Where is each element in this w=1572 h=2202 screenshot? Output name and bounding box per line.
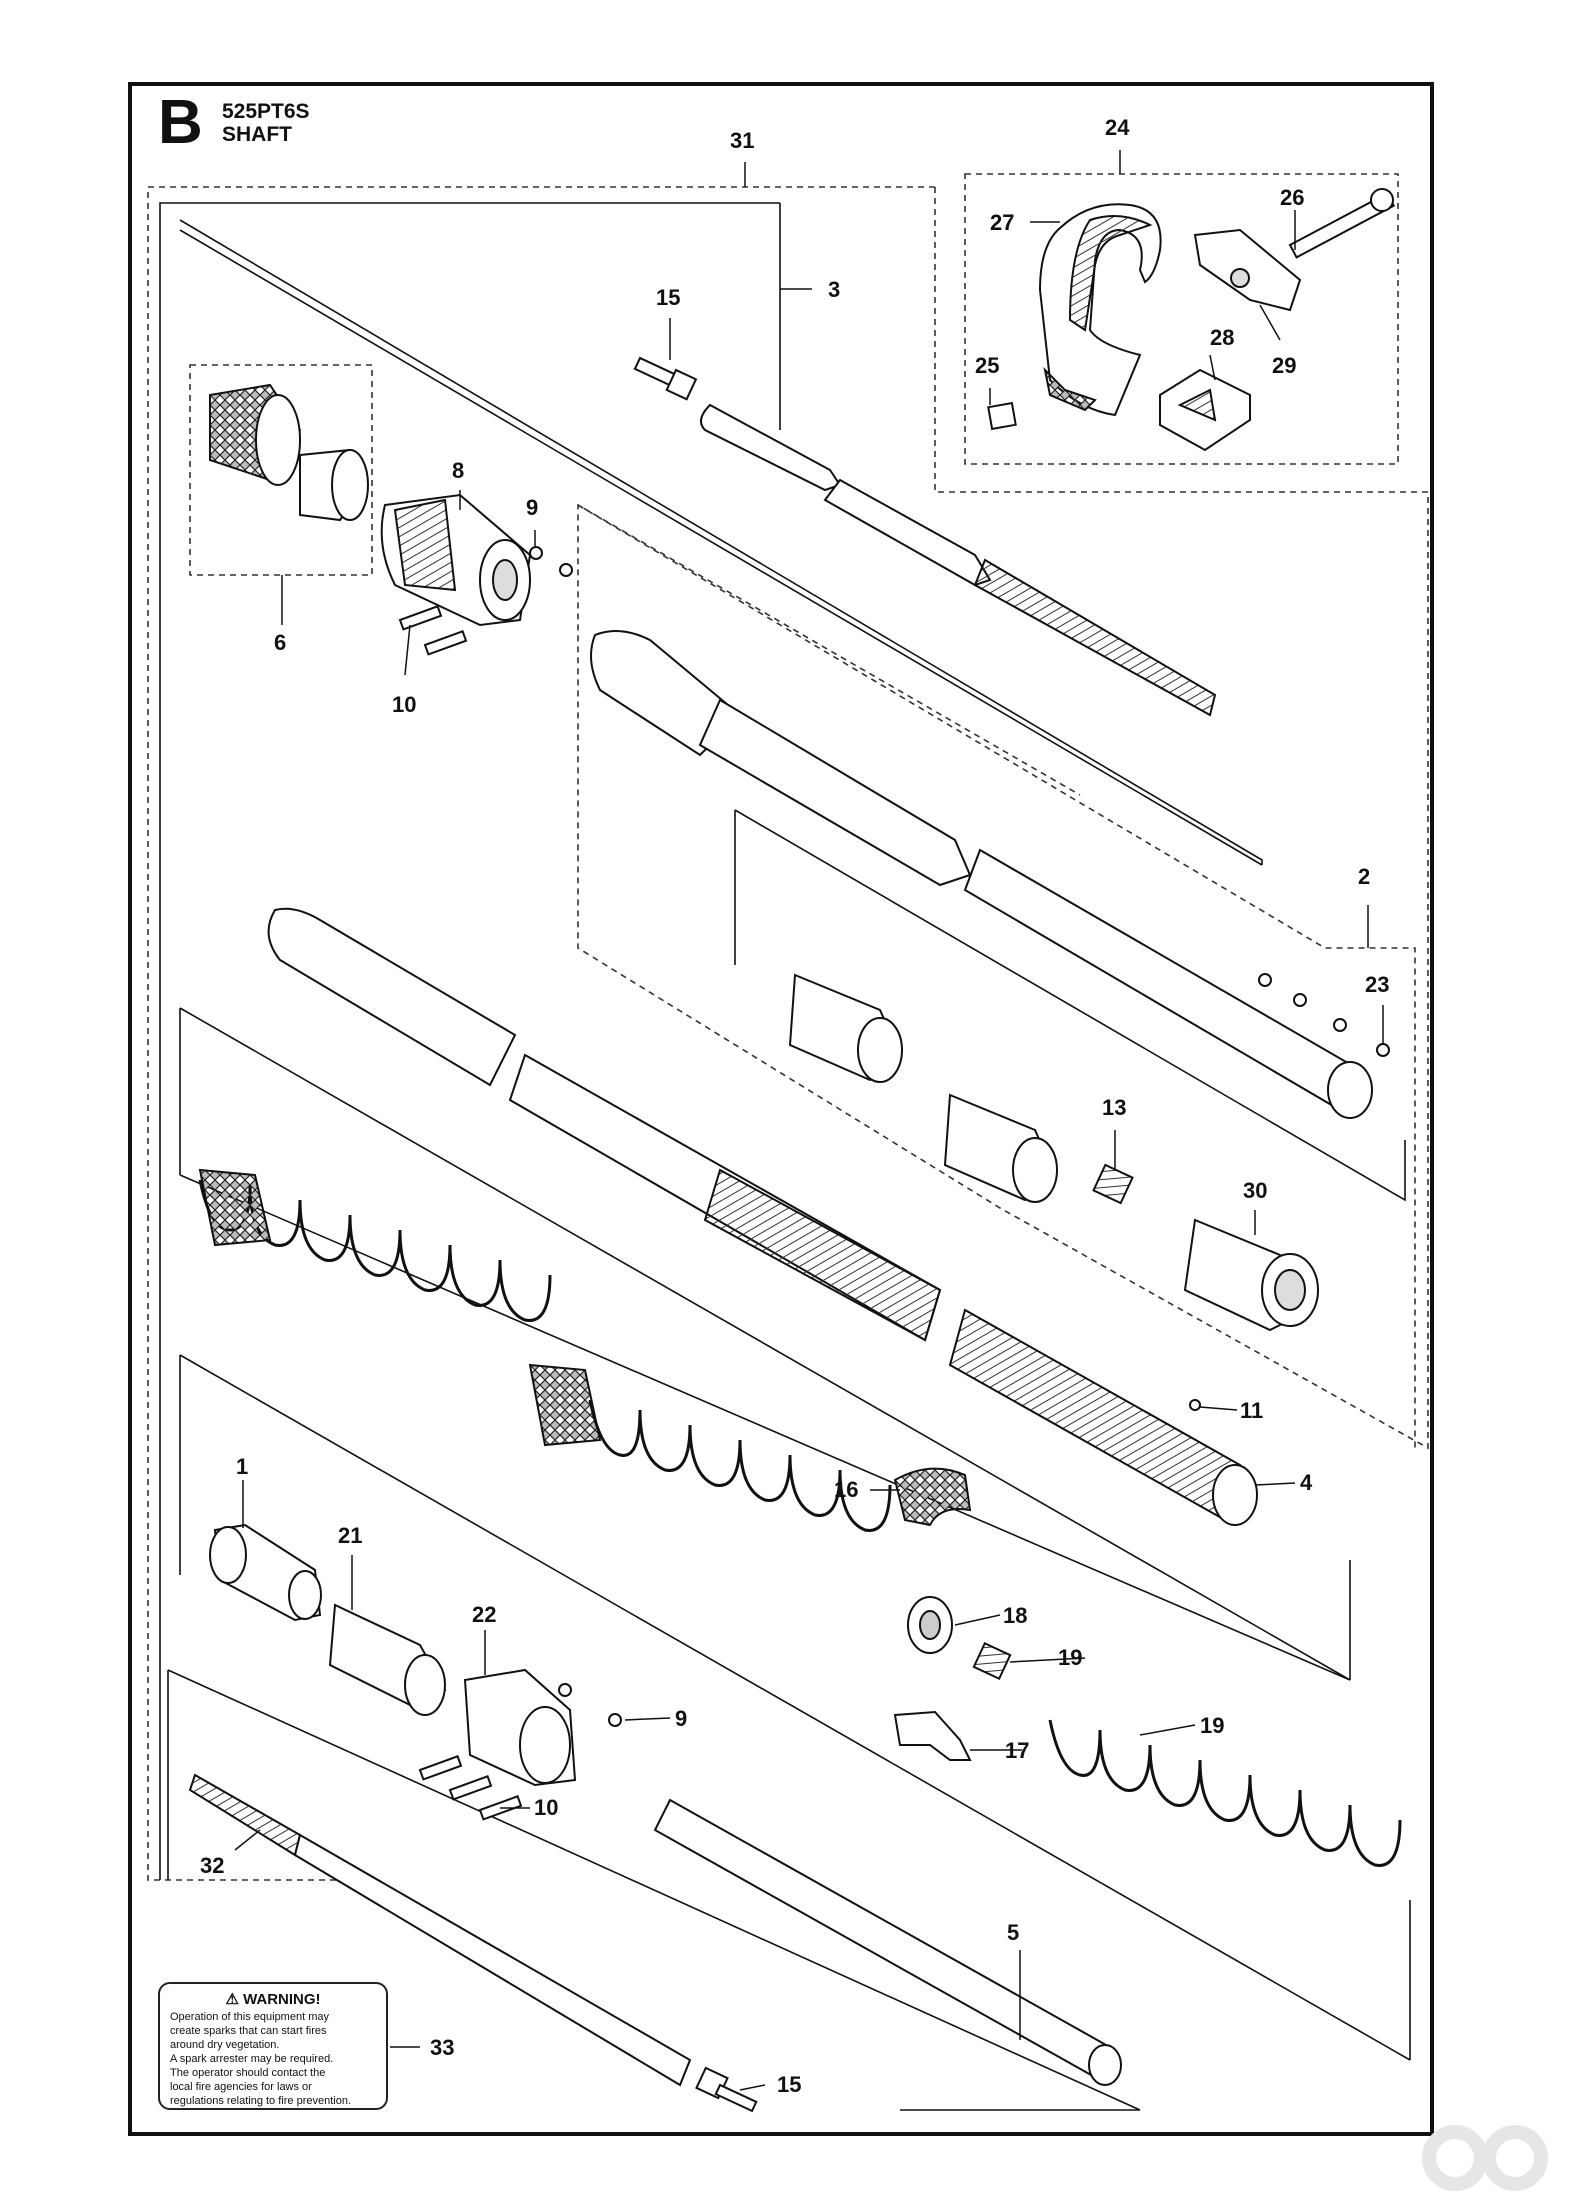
callout-32: 32 [200,1853,224,1878]
callout-19-b: 19 [1200,1713,1224,1738]
spring-bottom [1048,1719,1402,1867]
warning-line: The operator should contact the [170,2067,326,2079]
callout-15-top: 15 [656,285,680,310]
bolt-part-26 [1288,188,1396,259]
callout-29: 29 [1272,353,1296,378]
warning-title-text: WARNING! [243,1991,321,2008]
callout-27: 27 [990,210,1014,235]
callout-4: 4 [1300,1470,1313,1495]
callout-18: 18 [1003,1603,1027,1628]
callout-17: 17 [1005,1738,1029,1763]
warning-line: Operation of this equipment may [170,2011,329,2023]
diagram-frame [128,82,1434,2136]
group-lines [159,202,1411,2111]
spring-middle [588,1399,892,1532]
clamp-half-part-17 [893,1710,972,1761]
tube-part-5 [653,1798,1122,2086]
callout-28: 28 [1210,325,1234,350]
leader-lines [234,150,1384,2091]
lock-block-part-28 [1159,368,1251,452]
callout-8: 8 [452,458,464,483]
callout-9-top: 9 [526,495,538,520]
warning-title: ⚠ WARNING! [170,1990,376,2008]
tube-part-3 [700,403,1217,717]
bushing-part-13 [1092,1163,1134,1205]
callout-31: 31 [730,128,754,153]
knob-part-6 [209,383,369,522]
outer-tube-part-4 [267,907,1258,1526]
drive-shaft-part-32 [188,1773,692,2087]
tube-part-2 [590,630,1373,1119]
callout-9-bottom: 9 [675,1706,687,1731]
callout-11: 11 [1240,1398,1263,1423]
model-subtitle: SHAFT [222,123,292,147]
callout-10-top: 10 [392,692,416,717]
watermark-logo-icon [1422,2125,1548,2191]
assembly-31-outline [147,186,1429,1881]
assembly-2-outline [577,504,1416,1448]
callout-22: 22 [472,1602,496,1627]
warning-line: local fire agencies for laws or [170,2081,312,2093]
warning-label-part-33: ⚠ WARNING! Operation of this equipment m… [158,1982,388,2110]
callout-5: 5 [1007,1920,1019,1945]
model-number: 525PT6S [222,100,310,123]
callout-labels: 31 24 27 26 3 15 25 28 29 8 9 6 10 2 23 … [200,115,1389,2097]
assembly-6-outline [189,364,373,576]
coupling-part-1 [209,1523,322,1622]
warning-line: around dry vegetation. [170,2039,280,2051]
callout-33: 33 [430,2035,454,2060]
clamp-half-part-16 [893,1467,972,1527]
callout-30: 30 [1243,1178,1267,1203]
clamp-part-29 [1193,228,1302,312]
callout-25: 25 [975,353,999,378]
knurled-ring-middle [528,1363,602,1447]
warning-line: regulations relating to fire prevention. [170,2095,351,2107]
bearing-part-18 [907,1596,953,1654]
callout-26: 26 [1280,185,1304,210]
nut-part-25 [987,401,1017,431]
warning-line: create sparks that can start fires [170,2025,327,2037]
handle-bracket-part-27 [1038,203,1162,417]
model-title: 525PT6S SHAFT [222,100,310,146]
callout-10-bottom: 10 [534,1795,558,1820]
knurled-ring-top [198,1168,272,1247]
warning-line: A spark arrester may be required. [170,2053,334,2065]
warning-triangle-icon: ⚠ [225,1991,239,2008]
screw-part-15-bottom [695,2066,758,2113]
screws-part-10-top [398,546,573,656]
callout-19-a: 19 [1058,1645,1082,1670]
screw-part-15-top [633,356,698,401]
sleeve-b [943,1093,1058,1203]
callout-6: 6 [274,630,286,655]
callout-1: 1 [236,1454,248,1479]
sleeve-a [788,973,903,1083]
sleeve-part-21 [328,1603,447,1716]
callout-24: 24 [1105,115,1130,140]
callout-15-bottom: 15 [777,2072,801,2097]
assembly-24-outline [964,173,1399,465]
callout-3: 3 [828,277,840,302]
bearing-housing-part-30 [1183,1218,1319,1332]
pin-part-11 [1189,1399,1201,1411]
callout-2: 2 [1358,864,1370,889]
coupling-part-8 [380,493,532,627]
callout-23: 23 [1365,972,1389,997]
bushing-part-19 [972,1641,1012,1681]
section-letter: B [158,88,203,157]
callout-13: 13 [1102,1095,1126,1120]
callout-21: 21 [338,1523,362,1548]
coupling-part-22 [463,1668,577,1787]
callout-16: 16 [834,1477,858,1502]
